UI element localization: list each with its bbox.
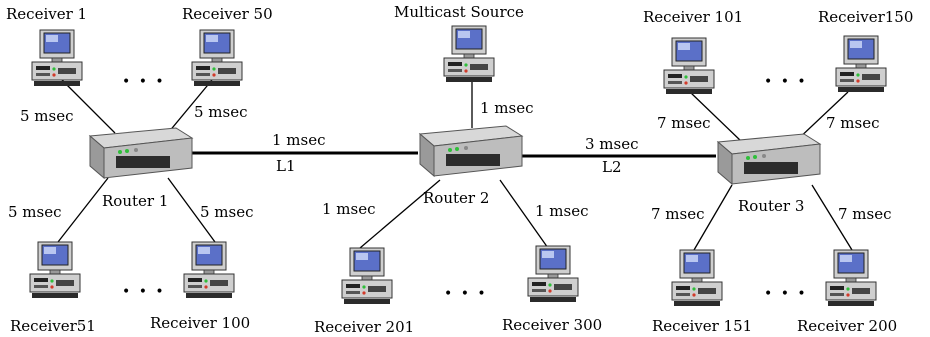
- ellipsis-r3-top: • • •: [764, 74, 808, 90]
- delay-r3-bottom-right: 7 msec: [838, 205, 892, 223]
- label-receiver-51: Receiver51: [10, 317, 96, 335]
- router1-device: [88, 127, 194, 180]
- link-r2-receiver201: [359, 179, 441, 249]
- ellipsis-r1-bottom: • • •: [122, 284, 166, 300]
- label-receiver-151: Receiver 151: [652, 317, 753, 335]
- label-router-1: Router 1: [102, 192, 169, 210]
- label-receiver-50: Receiver 50: [182, 5, 273, 23]
- receiver-50-pc-icon: [191, 29, 243, 86]
- delay-l2: 3 msec: [585, 135, 639, 153]
- label-multicast-source: Multicast Source: [394, 3, 524, 21]
- link-r1-receiver100: [167, 177, 216, 243]
- label-receiver-1: Receiver 1: [6, 5, 88, 23]
- label-receiver-300: Receiver 300: [502, 316, 603, 334]
- label-receiver-200: Receiver 200: [797, 317, 898, 335]
- ellipsis-r3-bottom: • • •: [764, 286, 808, 302]
- label-receiver-100: Receiver 100: [150, 314, 251, 332]
- delay-l1: 1 msec: [272, 131, 326, 149]
- label-router-3: Router 3: [738, 197, 805, 215]
- delay-r1-bottom-right: 5 msec: [200, 203, 254, 221]
- ellipsis-r2-bottom: • • •: [444, 286, 488, 302]
- router2-device: [418, 125, 524, 178]
- link-r3-receiver151: [693, 184, 733, 251]
- label-receiver-150: Receiver150: [818, 8, 914, 26]
- receiver-51-pc-icon: [29, 241, 81, 298]
- label-router-2: Router 2: [423, 189, 490, 207]
- link-r1-receiver1: [61, 79, 116, 134]
- ellipsis-r1-top: • • •: [122, 74, 166, 90]
- delay-r1-top-left: 5 msec: [20, 107, 74, 125]
- receiver-100-pc-icon: [183, 241, 235, 298]
- link-name-l2: L2: [602, 158, 622, 176]
- link-r2-receiver300: [499, 179, 549, 249]
- delay-source: 1 msec: [480, 99, 534, 117]
- receiver-300-pc-icon: [527, 245, 579, 302]
- multicast-source-pc-icon: [443, 25, 495, 82]
- link-r1-receiver50: [167, 79, 213, 134]
- delay-r3-top-right: 7 msec: [826, 114, 880, 132]
- label-receiver-101: Receiver 101: [643, 8, 744, 26]
- router3-device: [716, 133, 822, 186]
- receiver-1-pc-icon: [31, 29, 83, 86]
- delay-r3-bottom-left: 7 msec: [651, 205, 705, 223]
- receiver-150-pc-icon: [835, 35, 887, 92]
- receiver-200-pc-icon: [825, 249, 877, 306]
- receiver-101-pc-icon: [663, 37, 715, 94]
- delay-r1-top-right: 5 msec: [194, 103, 248, 121]
- delay-r2-right: 1 msec: [535, 202, 589, 220]
- receiver-201-pc-icon: [341, 247, 393, 304]
- receiver-151-pc-icon: [671, 249, 723, 306]
- link-r3-receiver200: [811, 184, 853, 251]
- delay-r1-bottom-left: 5 msec: [8, 203, 62, 221]
- link-r3-receiver101: [689, 91, 743, 143]
- delay-r3-top-left: 7 msec: [657, 114, 711, 132]
- link-r1-receiver51: [57, 177, 109, 243]
- label-receiver-201: Receiver 201: [314, 318, 415, 336]
- delay-r2-left: 1 msec: [322, 200, 376, 218]
- link-name-l1: L1: [276, 157, 296, 175]
